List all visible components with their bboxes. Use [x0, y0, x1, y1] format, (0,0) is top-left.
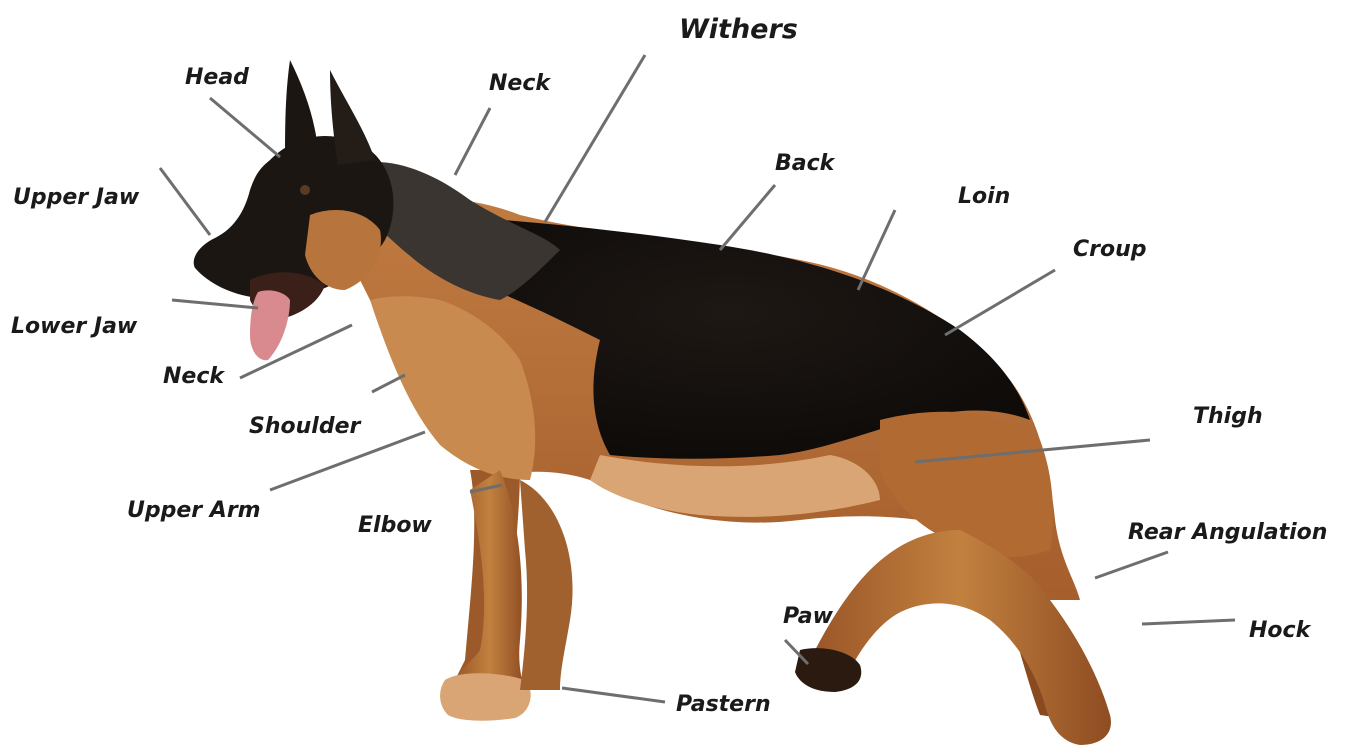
label-back: Back [775, 153, 834, 175]
label-pastern: Pastern [676, 694, 771, 716]
leader-upper-arm [270, 432, 425, 490]
leader-shoulder [372, 375, 405, 392]
label-neck-lower: Neck [163, 366, 224, 388]
near-hind-leg [810, 530, 1111, 745]
label-head: Head [185, 67, 249, 89]
label-neck-top: Neck [489, 73, 550, 95]
leader-croup [945, 270, 1055, 335]
label-rear-angulation: Rear Angulation [1128, 522, 1327, 544]
label-upper-jaw: Upper Jaw [13, 187, 139, 209]
label-thigh: Thigh [1193, 406, 1263, 428]
leader-back [720, 185, 775, 250]
leader-head [210, 98, 280, 157]
leader-rear-angulation [1095, 552, 1168, 578]
leader-loin [858, 210, 895, 290]
label-paw: Paw [783, 606, 833, 628]
dog-illustration [194, 60, 1111, 745]
leader-upper-jaw [160, 168, 210, 235]
leader-pastern [562, 688, 665, 702]
leader-withers [545, 55, 645, 222]
label-shoulder: Shoulder [249, 416, 360, 438]
dog-eye [300, 185, 310, 195]
near-front-paw [440, 673, 531, 720]
dog-tongue [250, 290, 290, 360]
label-upper-arm: Upper Arm [127, 500, 261, 522]
label-croup: Croup [1073, 239, 1147, 261]
label-loin: Loin [958, 186, 1010, 208]
dog-ear-left [285, 60, 318, 160]
label-hock: Hock [1249, 620, 1310, 642]
leader-lower-jaw [172, 300, 258, 308]
dog-ear-right [330, 70, 375, 165]
label-elbow: Elbow [358, 515, 432, 537]
leader-hock [1142, 620, 1235, 624]
leader-neck-top [455, 108, 490, 175]
label-withers: Withers [679, 16, 798, 43]
second-front-leg [520, 480, 573, 690]
label-lower-jaw: Lower Jaw [11, 316, 137, 338]
